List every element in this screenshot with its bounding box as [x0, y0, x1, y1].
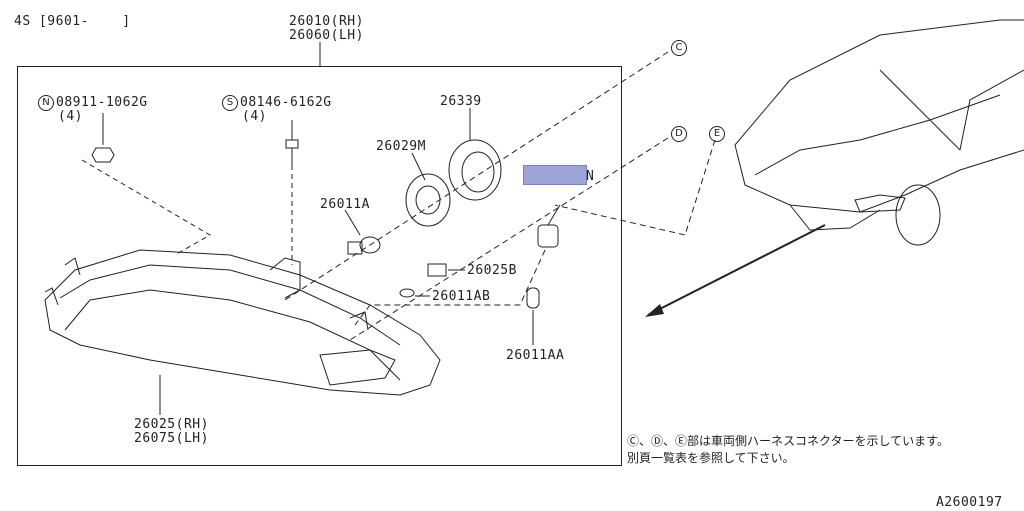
connector-c-icon: C [671, 40, 687, 56]
bolt-part-number: 08146-6162G [240, 95, 332, 110]
assembly-frame [17, 66, 622, 466]
assembly-rh-label: 26010(RH) [289, 14, 364, 29]
callout-arrow-head [645, 304, 664, 317]
mount-tab-left [64, 257, 81, 276]
headlamp-housing [44, 249, 441, 396]
connector-n-label: N [586, 169, 595, 184]
ring-outer [448, 139, 502, 201]
nut-quantity: (4) [58, 109, 83, 124]
bulb-ab-shape [399, 288, 415, 298]
car-hood-line [754, 94, 1001, 176]
bulb-aa-shape [526, 287, 540, 309]
socket-n-wire [547, 204, 561, 226]
bulb-dashed-path [354, 249, 546, 326]
bulb-aa-part-label: 26011AA [506, 348, 565, 363]
car-roof [734, 19, 1024, 146]
highlight-box[interactable] [523, 165, 587, 185]
nut-prefix-icon: N [38, 95, 54, 111]
connector-e-dashed [554, 139, 716, 236]
ring-part-label: 26339 [440, 94, 482, 109]
car-hood-front [734, 144, 1024, 213]
cap-outer [405, 173, 451, 227]
model-code: 4S [9601- ] [14, 14, 131, 29]
lens-rh-label: 26025(RH) [134, 417, 209, 432]
connector-d-dashed [349, 137, 669, 341]
note-line-2: 別頁一覧表を参照して下さい。 [627, 451, 795, 465]
nut-dashed-path [81, 159, 211, 256]
connector-d-icon: D [671, 126, 687, 142]
mount-tab-left2 [44, 287, 59, 306]
car-windshield [879, 69, 961, 151]
car-headlamp-small [854, 194, 906, 213]
nut-part-number: 08911-1062G [56, 95, 148, 110]
mount-tab-right [349, 311, 369, 331]
nut-shape [91, 147, 115, 163]
connector-e-icon: E [709, 126, 725, 142]
car-wheel [895, 184, 941, 246]
connector-c-dashed [284, 51, 669, 301]
ring-inner [461, 151, 495, 193]
socket-b-part-label: 26025B [467, 263, 517, 278]
cap-leader [411, 152, 426, 181]
bolt-prefix-icon: S [222, 95, 238, 111]
bolt-head [285, 139, 299, 149]
car-bumper [789, 204, 881, 231]
car-a-pillar [959, 69, 1024, 151]
lens-inner-edge [64, 289, 401, 381]
bulb-ab-part-label: 26011AB [432, 289, 491, 304]
cap-inner [415, 185, 441, 215]
bulb-a-glass [359, 236, 381, 254]
mount-bracket [269, 257, 301, 299]
bolt-quantity: (4) [242, 109, 267, 124]
assembly-lh-label: 26060(LH) [289, 28, 364, 43]
bulb-a-leader [344, 209, 361, 236]
bulb-a-base [347, 241, 363, 255]
cap-part-label: 26029M [376, 139, 426, 154]
turn-lens [319, 349, 396, 386]
socket-n-shape [537, 224, 559, 248]
housing-inner-edge [59, 264, 401, 346]
lens-lh-label: 26075(LH) [134, 431, 209, 446]
figure-id: A2600197 [936, 495, 1003, 510]
socket-b-shape [427, 263, 447, 277]
bulb-a-part-label: 26011A [320, 197, 370, 212]
note-line-1: Ⓒ、Ⓓ、Ⓔ部は車両側ハーネスコネクターを示しています。 [627, 434, 949, 448]
callout-arrow-line [647, 224, 826, 316]
